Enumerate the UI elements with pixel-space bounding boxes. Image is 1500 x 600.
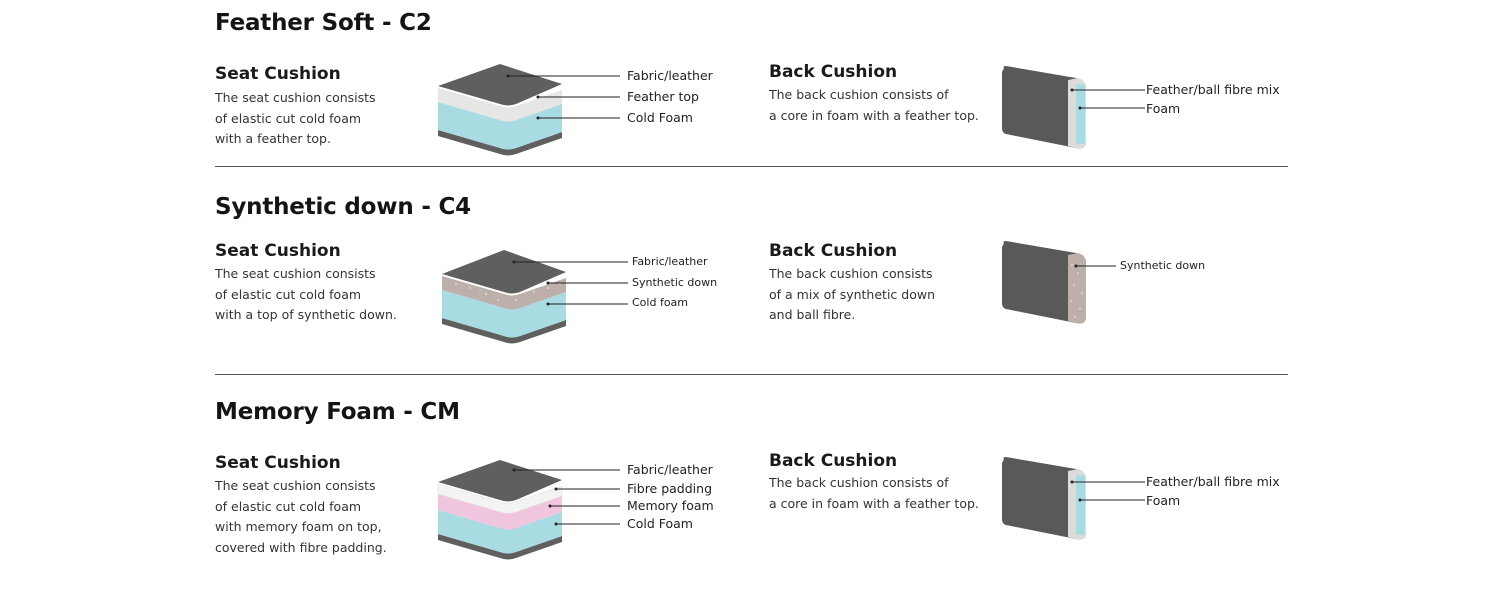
feather-top-layer [438, 88, 562, 122]
back-cushion-heading: Back Cushion [769, 451, 898, 471]
synthetic-down-layer [442, 276, 566, 310]
desc-line: and ball fibre. [769, 307, 856, 322]
cold-foam-layer [438, 102, 562, 150]
back-cushion-illustration [1002, 66, 1145, 149]
section-title-synthetic-down: Synthetic down - C4 [215, 194, 471, 220]
layer-label: Cold Foam [627, 110, 693, 125]
seat-cushion-description: The seat cushion consists of elastic cut… [215, 264, 397, 326]
section-title-feather-soft: Feather Soft - C2 [215, 10, 432, 36]
layer-label: Fabric/leather [627, 462, 713, 477]
seat-cushion-illustration [437, 460, 620, 560]
layer-label: Synthetic down [1120, 259, 1206, 272]
cold-foam-layer [438, 510, 562, 554]
section-title-memory-foam: Memory Foam - CM [215, 399, 460, 425]
layer-label: Synthetic down [632, 276, 718, 289]
foam-core-layer [1076, 84, 1085, 144]
seat-cushion-illustration [438, 64, 620, 156]
layer-label: Foam [1146, 101, 1181, 116]
layer-label: Feather/ball fibre mix [1146, 82, 1280, 97]
back-cushion-illustration [1002, 241, 1116, 324]
desc-line: of elastic cut cold foam [215, 498, 362, 514]
top-fabric-layer [438, 64, 562, 106]
layer-label: Foam [1146, 493, 1181, 508]
layer-label: Cold Foam [627, 516, 693, 531]
memory-foam-layer [438, 494, 562, 530]
desc-line: a core in foam with a feather top. [769, 107, 979, 123]
seat-cushion-heading: Seat Cushion [215, 64, 341, 84]
desc-line: The back cushion consists of [769, 475, 949, 490]
seat-cushion-description: The seat cushion consists of elastic cut… [215, 476, 387, 558]
back-cushion-description: The back cushion consists of a core in f… [769, 473, 979, 514]
bottom-fabric-layer [438, 130, 562, 156]
desc-line: covered with fibre padding. [215, 539, 387, 555]
desc-line: with memory foam on top, [215, 519, 382, 534]
seat-cushion-illustration [442, 250, 628, 344]
layer-label: Feather/ball fibre mix [1146, 474, 1280, 489]
layer-label: Fabric/leather [627, 68, 713, 83]
seat-cushion-description: The seat cushion consists of elastic cut… [215, 88, 376, 150]
back-cushion-description: The back cushion consists of a mix of sy… [769, 264, 935, 326]
desc-line: The back cushion consists [769, 266, 933, 281]
section-divider [215, 374, 1288, 375]
desc-line: of elastic cut cold foam [215, 286, 362, 302]
desc-line: with a feather top. [215, 131, 331, 146]
layer-label: Cold foam [632, 296, 689, 309]
back-cushion-illustration [1002, 457, 1145, 540]
back-cushion-heading: Back Cushion [769, 241, 898, 261]
layer-label: Memory foam [627, 498, 714, 513]
cold-foam-layer [442, 290, 566, 338]
desc-line: The seat cushion consists [215, 478, 376, 493]
fibre-padding-layer [437, 483, 563, 514]
layer-label: Feather top [627, 89, 699, 104]
desc-line: The seat cushion consists [215, 90, 376, 105]
top-fabric-layer [442, 250, 566, 294]
bottom-fabric-layer [438, 534, 562, 560]
bottom-fabric-layer [442, 318, 566, 344]
synthetic-down-side [1068, 253, 1086, 324]
foam-core-layer [1076, 475, 1085, 535]
seat-cushion-heading: Seat Cushion [215, 453, 341, 473]
back-cushion-heading: Back Cushion [769, 62, 898, 82]
back-fabric-body [1002, 457, 1086, 540]
desc-line: The seat cushion consists [215, 266, 376, 281]
layer-label: Fabric/leather [632, 255, 708, 268]
desc-line: a core in foam with a feather top. [769, 495, 979, 511]
desc-line: The back cushion consists of [769, 87, 949, 102]
back-fabric-body [1002, 66, 1086, 149]
desc-line: of elastic cut cold foam [215, 110, 362, 126]
seat-cushion-heading: Seat Cushion [215, 241, 341, 261]
desc-line: of a mix of synthetic down [769, 286, 935, 302]
back-cushion-description: The back cushion consists of a core in f… [769, 85, 979, 126]
section-divider [215, 166, 1288, 167]
layer-label: Fibre padding [627, 481, 713, 496]
back-fabric-body [1002, 241, 1086, 324]
desc-line: with a top of synthetic down. [215, 307, 397, 322]
